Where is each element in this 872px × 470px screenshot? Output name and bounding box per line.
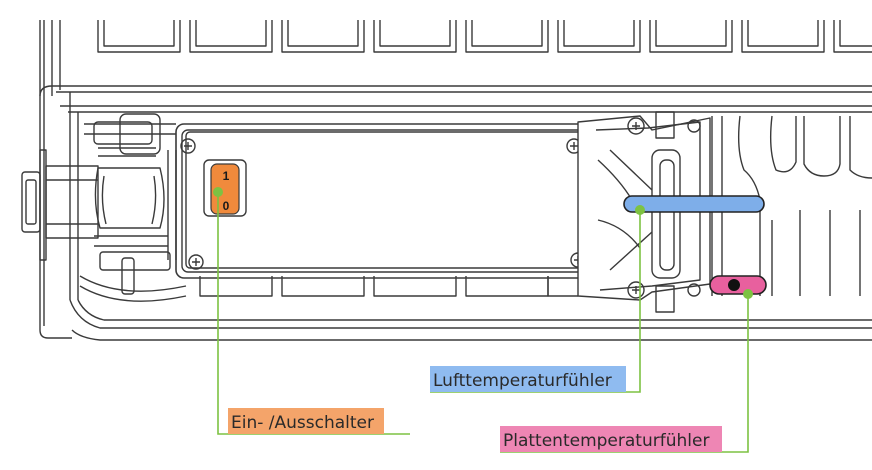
callout-plate-text: Plattentemperaturfühler (503, 431, 709, 451)
plate-temperature-sensor (709, 275, 767, 295)
callout-switch: Ein- /Ausschalter (228, 408, 384, 434)
side-connector (21, 149, 99, 261)
callout-plate: Plattentemperaturfühler (500, 426, 722, 452)
leader-dot-plate (743, 289, 753, 299)
air-temperature-sensor (623, 195, 765, 213)
switch-on-label: 1 (223, 169, 230, 183)
radiator-fins-bottom (199, 276, 578, 297)
control-box (175, 123, 595, 279)
radiator-housing (39, 20, 872, 341)
callout-air: Lufttemperaturfühler (430, 366, 626, 392)
leader-dot-switch (213, 187, 223, 197)
leader-dot-air (635, 205, 645, 215)
callout-switch-text: Ein- /Ausschalter (231, 413, 374, 433)
callout-air-text: Lufttemperaturfühler (433, 371, 612, 391)
switch-off-label: 0 (223, 199, 230, 213)
valve-assembly (79, 113, 187, 302)
leader-dots (213, 187, 753, 299)
radiator-fins-top (97, 20, 872, 53)
